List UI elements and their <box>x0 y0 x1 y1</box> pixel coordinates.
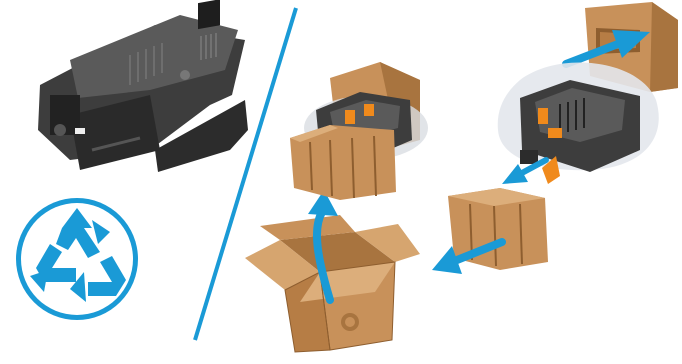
bagged-cartridge-icon <box>498 63 659 184</box>
toner-cartridge-icon <box>38 0 248 172</box>
recycle-icon <box>16 198 138 320</box>
shipping-box-icon <box>245 215 420 352</box>
packed-cartridge-icon <box>290 62 428 200</box>
